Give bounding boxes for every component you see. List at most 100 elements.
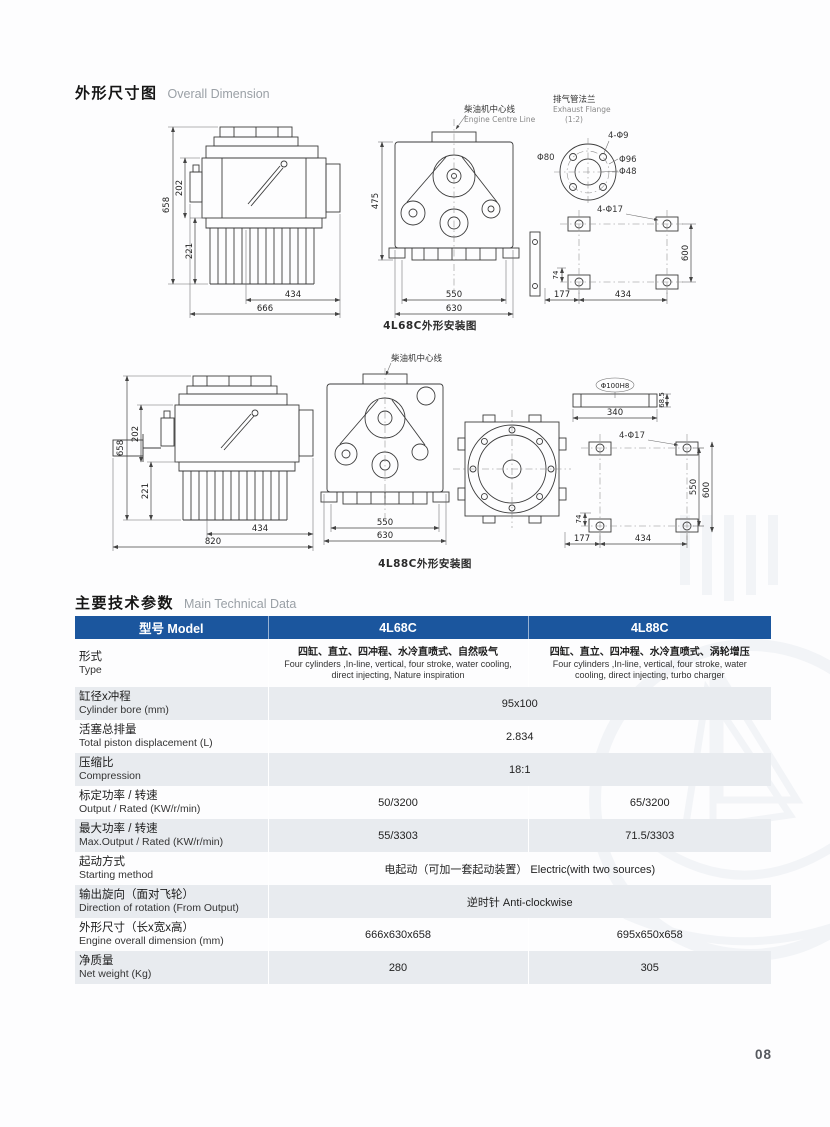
mounting-hole-pattern-4l68c bbox=[567, 216, 679, 290]
table-row-bore: 缸径x冲程 Cylinder bore (mm) 95x100 bbox=[75, 687, 771, 720]
dim-mount-600: 600 bbox=[681, 245, 691, 261]
row-label-compression: 压缩比 Compression bbox=[75, 753, 268, 786]
row-label-zh: 输出旋向（面对飞轮） bbox=[79, 889, 194, 902]
rotation-value-shared: 逆时针 Anti-clockwise bbox=[267, 885, 771, 918]
type-value-4l68c: 四缸、直立、四冲程、水冷直喷式、自然吸气 Four cylinders ,In-… bbox=[267, 639, 528, 687]
row-label-starting: 起动方式 Starting method bbox=[75, 852, 268, 885]
exhaust-bracket-side-view bbox=[529, 231, 541, 297]
drawing-caption-4l68c: 4L68C外形安装图 bbox=[383, 319, 477, 332]
row-label-en: Output / Rated (KW/r/min) bbox=[79, 803, 201, 816]
drawing-caption-4l88c: 4L88C外形安装图 bbox=[378, 557, 472, 570]
row-label-en: Max.Output / Rated (KW/r/min) bbox=[79, 836, 224, 849]
engine-centerline-label-en: Engine Centre Line bbox=[464, 115, 536, 124]
drawing-4l88c: 柴油机中心线 658 202 221 434 820 bbox=[112, 353, 714, 570]
max-output-value-4l68c: 55/3303 bbox=[267, 819, 528, 852]
displacement-value-shared: 2.834 bbox=[267, 720, 771, 753]
row-label-displacement: 活塞总排量 Total piston displacement (L) bbox=[75, 720, 268, 753]
row-label-en: Starting method bbox=[79, 869, 154, 882]
max-output-value-4l88c: 71.5/3303 bbox=[527, 819, 771, 852]
technical-data-table: 型号 Model 4L68C 4L88C 形式 Type 四缸、直立、四冲程、水… bbox=[75, 616, 771, 984]
header-4l68c: 4L68C bbox=[267, 616, 528, 639]
dim-666: 666 bbox=[257, 304, 273, 314]
section-title-zh: 外形尺寸图 bbox=[75, 85, 158, 102]
row-label-overall-dimension: 外形尺寸（长x宽x高） Engine overall dimension (mm… bbox=[75, 918, 268, 951]
engine-centerline-label-zh-2: 柴油机中心线 bbox=[391, 353, 443, 364]
row-label-en: Type bbox=[79, 663, 102, 676]
dim-mount-550: 550 bbox=[689, 479, 699, 495]
row-label-output: 标定功率 / 转速 Output / Rated (KW/r/min) bbox=[75, 786, 268, 819]
dim-340: 340 bbox=[607, 408, 623, 418]
dim-flange-4phi9: 4-Φ9 bbox=[608, 131, 629, 141]
dimension-value-4l68c: 666x630x658 bbox=[267, 918, 528, 951]
row-label-zh: 活塞总排量 bbox=[79, 724, 137, 737]
exhaust-flange-scale: (1:2) bbox=[565, 115, 583, 124]
dim-630: 630 bbox=[446, 304, 462, 314]
table-row-starting: 起动方式 Starting method 电起动（可加一套起动装置） Elect… bbox=[75, 852, 771, 885]
compression-value-shared: 18:1 bbox=[267, 753, 771, 786]
dim-flange-phi96: Φ96 bbox=[619, 155, 637, 165]
engine-side-view-4l68c bbox=[189, 126, 341, 285]
page-number: 08 bbox=[755, 1047, 773, 1062]
section-overall-dimension-title: 外形尺寸图 Overall Dimension bbox=[75, 82, 270, 103]
table-row-max-output: 最大功率 / 转速 Max.Output / Rated (KW/r/min) … bbox=[75, 819, 771, 852]
row-label-type: 形式 Type bbox=[75, 639, 268, 687]
dimension-value-4l88c: 695x650x658 bbox=[527, 918, 771, 951]
row-label-en: Net weight (Kg) bbox=[79, 968, 152, 981]
dim-mount-74-2: 74 bbox=[575, 514, 583, 523]
engine-side-view-4l88c bbox=[112, 375, 314, 521]
drawing-4l68c: 658 202 221 434 666 柴油机中心线 Engine Centre… bbox=[162, 94, 696, 332]
table-row-displacement: 活塞总排量 Total piston displacement (L) 2.83… bbox=[75, 720, 771, 753]
dim-mount-600-2: 600 bbox=[702, 482, 712, 498]
row-label-rotation: 输出旋向（面对飞轮） Direction of rotation (From O… bbox=[75, 885, 268, 918]
table-row-type: 形式 Type 四缸、直立、四冲程、水冷直喷式、自然吸气 Four cylind… bbox=[75, 639, 771, 687]
type-value-4l68c-en: Four cylinders ,In-line, vertical, four … bbox=[284, 659, 512, 680]
table-row-rotation: 输出旋向（面对飞轮） Direction of rotation (From O… bbox=[75, 885, 771, 918]
dim-mount-177: 177 bbox=[554, 290, 570, 300]
row-label-en: Total piston displacement (L) bbox=[79, 737, 213, 750]
starting-value-shared: 电起动（可加一套起动装置） Electric(with two sources) bbox=[267, 852, 771, 885]
row-label-zh: 最大功率 / 转速 bbox=[79, 823, 158, 836]
dim-550-2: 550 bbox=[377, 518, 393, 528]
dim-flange-phi80: Φ80 bbox=[537, 153, 555, 163]
row-label-en: Compression bbox=[79, 770, 141, 783]
header-4l88c: 4L88C bbox=[527, 616, 771, 639]
mounting-hole-pattern-4l88c bbox=[588, 441, 699, 533]
row-label-zh: 起动方式 bbox=[79, 856, 125, 869]
dim-658: 658 bbox=[162, 197, 172, 213]
dim-68-5: 68.5 bbox=[658, 392, 666, 408]
row-label-en: Direction of rotation (From Output) bbox=[79, 902, 239, 915]
dim-mount-177-2: 177 bbox=[574, 534, 590, 544]
dim-mount-434-2: 434 bbox=[635, 534, 651, 544]
weight-value-4l88c: 305 bbox=[527, 951, 771, 984]
dim-mount-434: 434 bbox=[615, 290, 631, 300]
weight-value-4l68c: 280 bbox=[267, 951, 528, 984]
row-label-bore: 缸径x冲程 Cylinder bore (mm) bbox=[75, 687, 268, 720]
output-value-4l88c: 65/3200 bbox=[527, 786, 771, 819]
dim-550: 550 bbox=[446, 290, 462, 300]
type-value-4l88c-en: Four cylinders ,In-line, vertical, four … bbox=[552, 659, 747, 680]
type-value-4l88c-zh: 四缸、直立、四冲程、水冷直喷式、涡轮增压 bbox=[549, 647, 750, 659]
type-value-4l88c: 四缸、直立、四冲程、水冷直喷式、涡轮增压 Four cylinders ,In-… bbox=[527, 639, 771, 687]
dim-658-2: 658 bbox=[116, 440, 126, 456]
dim-202: 202 bbox=[175, 180, 185, 196]
dim-630-2: 630 bbox=[377, 531, 393, 541]
engine-centerline-label-zh: 柴油机中心线 bbox=[464, 104, 516, 115]
dim-mount-4phi17-2: 4-Φ17 bbox=[619, 431, 645, 441]
output-value-4l68c: 50/3200 bbox=[267, 786, 528, 819]
dim-221-2: 221 bbox=[141, 483, 151, 499]
section-title-en: Overall Dimension bbox=[167, 87, 270, 101]
table-row-compression: 压缩比 Compression 18:1 bbox=[75, 753, 771, 786]
dim-475: 475 bbox=[371, 193, 381, 209]
dim-434: 434 bbox=[285, 290, 301, 300]
row-label-zh: 形式 bbox=[79, 650, 102, 663]
header-model: 型号 Model bbox=[75, 616, 268, 639]
row-label-zh: 缸径x冲程 bbox=[79, 691, 131, 704]
table-header-row: 型号 Model 4L68C 4L88C bbox=[75, 616, 771, 639]
dim-434-2: 434 bbox=[252, 524, 268, 534]
row-label-en: Cylinder bore (mm) bbox=[79, 704, 169, 717]
section-title-en: Main Technical Data bbox=[184, 597, 297, 611]
dim-mount-4phi17: 4-Φ17 bbox=[597, 205, 623, 215]
dim-mount-74: 74 bbox=[552, 270, 560, 279]
dim-820: 820 bbox=[205, 537, 221, 547]
